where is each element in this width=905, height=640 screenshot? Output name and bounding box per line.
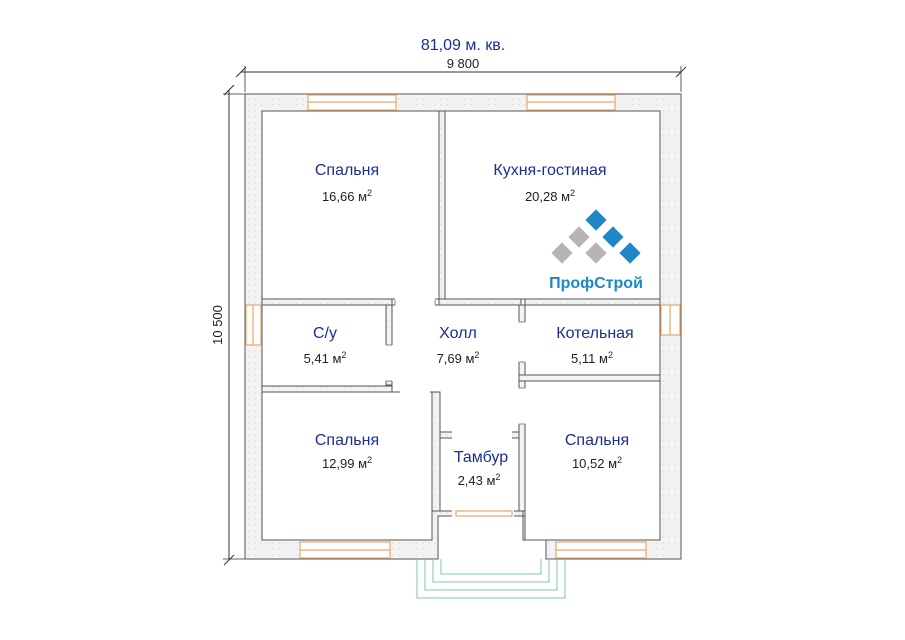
room-area-boiler: 5,11 м2 [571, 350, 613, 366]
room-area-bedroom-bl: 12,99 м2 [322, 455, 372, 471]
profstroy-logo: ПрофСтрой [549, 207, 643, 292]
room-label-hall: Холл [439, 325, 477, 342]
door-marks [386, 300, 525, 425]
room-kitchen [444, 110, 661, 300]
room-bedroom-bottom-left [261, 391, 433, 541]
room-area-bedroom-br: 10,52 м2 [572, 455, 622, 471]
room-label-wc: С/у [313, 325, 337, 342]
entry-door [455, 510, 513, 517]
room-label-bedroom-br: Спальня [565, 432, 629, 449]
room-vestibule [439, 437, 520, 512]
rooms [261, 110, 661, 541]
room-label-bedroom-tl: Спальня [315, 162, 379, 179]
room-labels: Спальня 16,66 м2 Кухня-гостиная 20,28 м2… [304, 162, 634, 488]
room-label-kitchen: Кухня-гостиная [493, 162, 606, 179]
width-dimension-label: 9 800 [447, 56, 480, 71]
height-dimension-label: 10 500 [210, 305, 225, 345]
room-hall [391, 304, 520, 433]
logo-text: ПрофСтрой [549, 275, 643, 292]
room-area-bedroom-tl: 16,66 м2 [322, 188, 372, 204]
dimension-width [235, 66, 687, 92]
room-wc [261, 304, 387, 387]
porch-steps [416, 559, 566, 599]
room-label-vestibule: Тамбур [454, 449, 508, 466]
windows [245, 94, 681, 559]
logo-diamond-icon [549, 207, 643, 266]
room-area-kitchen: 20,28 м2 [525, 188, 575, 204]
room-bedroom-bottom-right [524, 380, 661, 541]
room-area-vestibule: 2,43 м2 [458, 472, 501, 488]
room-label-boiler: Котельная [556, 325, 633, 342]
room-bedroom-top-left [261, 110, 440, 300]
dimension-height [223, 84, 247, 566]
room-label-bedroom-bl: Спальня [315, 432, 379, 449]
total-area-label: 81,09 м. кв. [421, 37, 505, 54]
room-area-hall: 7,69 м2 [437, 350, 480, 366]
room-boiler [524, 304, 661, 376]
room-area-wc: 5,41 м2 [304, 350, 347, 366]
